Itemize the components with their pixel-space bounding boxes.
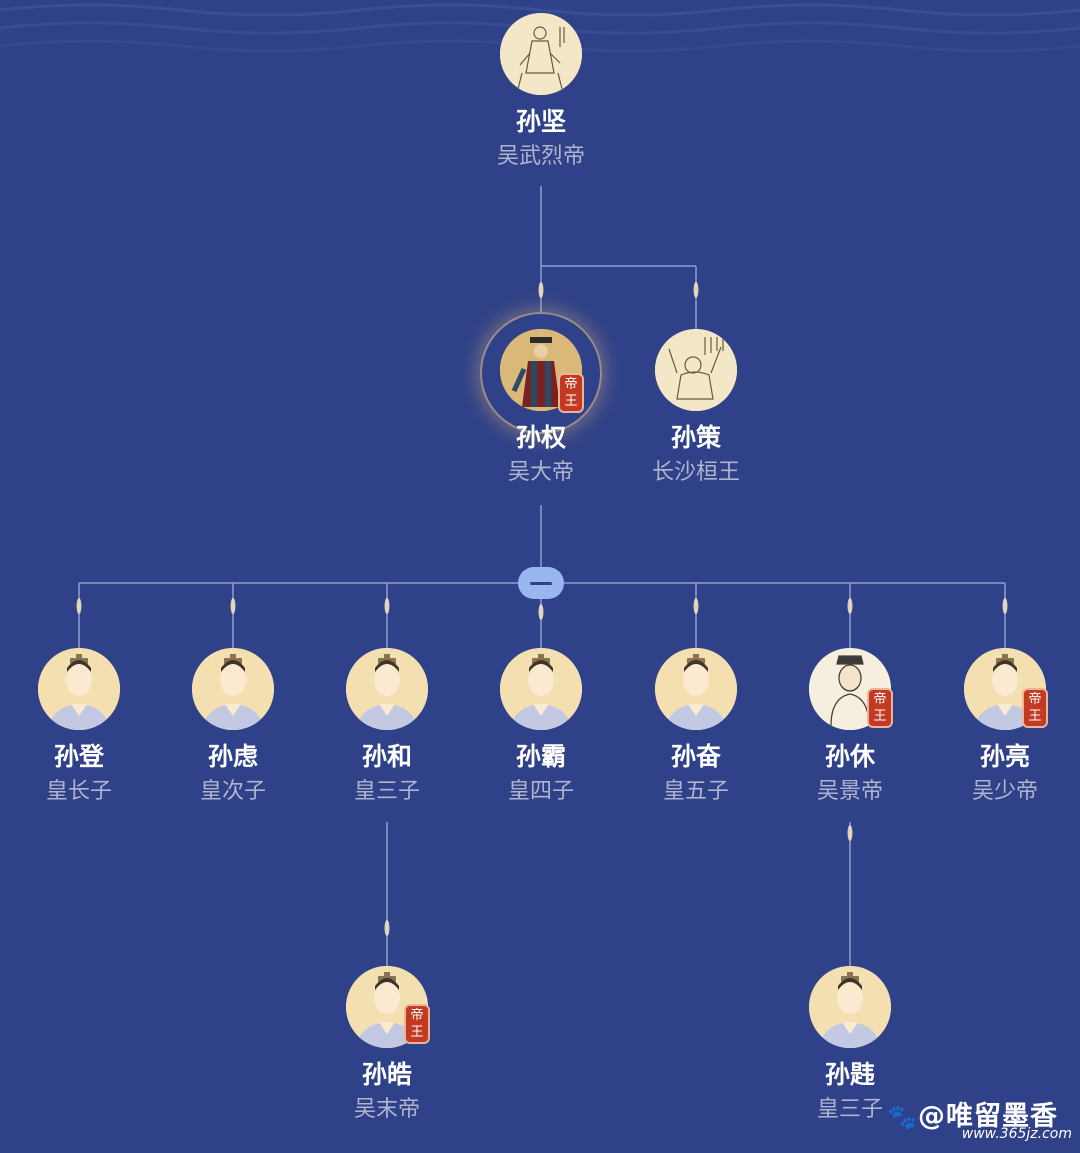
node-sun-liang[interactable]: 帝王 孙亮 吴少帝 — [925, 648, 1080, 806]
emperor-badge: 帝王 — [867, 688, 893, 728]
paw-icon: 🐾 — [887, 1103, 918, 1131]
emperor-badge: 帝王 — [404, 1004, 430, 1044]
site-url: www.365jz.com — [961, 1126, 1072, 1142]
person-title: 吴少帝 — [971, 779, 1038, 804]
emperor-badge: 帝王 — [558, 373, 584, 413]
person-name: 孙登 — [53, 742, 104, 771]
node-sun-fen[interactable]: 孙奋 皇五子 — [616, 648, 776, 806]
default-avatar-icon — [192, 648, 274, 730]
node-sun-hao[interactable]: 帝王 孙皓 吴末帝 — [307, 966, 467, 1124]
emperor-badge: 帝王 — [1022, 688, 1048, 728]
person-title: 皇四子 — [507, 779, 574, 804]
node-sun-quan[interactable]: 帝王 孙权 吴大帝 — [461, 329, 621, 487]
node-sun-he[interactable]: 孙和 皇三子 — [307, 648, 467, 806]
person-name: 孙策 — [670, 423, 721, 452]
default-avatar-icon — [38, 648, 120, 730]
watermark: 🐾@唯留墨香 — [887, 1094, 1058, 1133]
person-name: 孙亮 — [979, 742, 1030, 771]
person-title: 吴大帝 — [507, 460, 574, 485]
node-sun-lv[interactable]: 孙虑 皇次子 — [153, 648, 313, 806]
node-sun-ce[interactable]: 孙策 长沙桓王 — [616, 329, 776, 487]
person-name: 孙韪 — [824, 1060, 875, 1089]
person-name: 孙休 — [824, 742, 875, 771]
node-sun-deng[interactable]: 孙登 皇长子 — [0, 648, 159, 806]
collapse-button[interactable]: — — [518, 567, 564, 599]
person-name: 孙皓 — [361, 1060, 412, 1089]
portrait-icon — [500, 13, 582, 95]
highlight-ring — [480, 312, 602, 434]
person-name: 孙奋 — [670, 742, 721, 771]
default-avatar-icon — [809, 966, 891, 1048]
person-name: 孙坚 — [515, 107, 566, 136]
person-title: 长沙桓王 — [651, 460, 740, 485]
person-title: 吴武烈帝 — [496, 144, 585, 169]
portrait-icon — [655, 329, 737, 411]
node-sun-jian[interactable]: 孙坚 吴武烈帝 — [461, 13, 621, 171]
default-avatar-icon — [655, 648, 737, 730]
person-title: 皇长子 — [45, 779, 112, 804]
person-name: 孙虑 — [207, 742, 258, 771]
person-name: 孙和 — [361, 742, 412, 771]
person-title: 皇三子 — [353, 779, 420, 804]
node-sun-xiu[interactable]: 帝王 孙休 吴景帝 — [770, 648, 930, 806]
node-sun-ba[interactable]: 孙霸 皇四子 — [461, 648, 621, 806]
person-title: 皇次子 — [199, 779, 266, 804]
person-title: 皇五子 — [662, 779, 729, 804]
node-sun-wei[interactable]: 孙韪 皇三子 — [770, 966, 930, 1124]
default-avatar-icon — [500, 648, 582, 730]
default-avatar-icon — [346, 648, 428, 730]
person-name: 孙权 — [515, 423, 566, 452]
person-title: 皇三子 — [816, 1097, 883, 1122]
person-title: 吴景帝 — [816, 779, 883, 804]
person-title: 吴末帝 — [353, 1097, 420, 1122]
watermark-text: @唯留墨香 — [918, 1101, 1058, 1132]
person-name: 孙霸 — [515, 742, 566, 771]
